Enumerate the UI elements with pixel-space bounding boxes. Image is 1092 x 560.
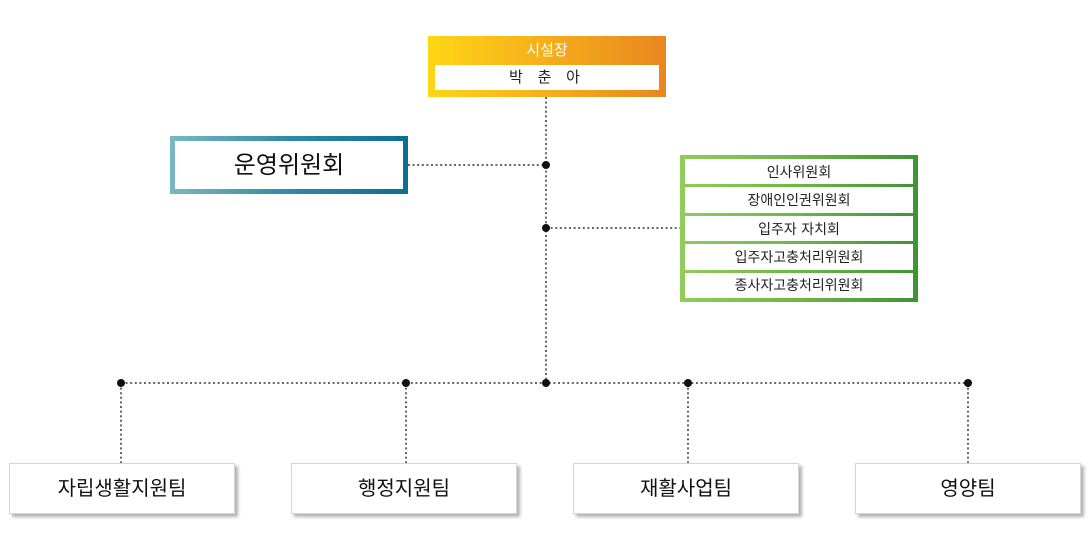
team-independent-living[interactable]: 자립생활지원팀 [9,463,235,514]
team-administration[interactable]: 행정지원팀 [291,463,517,514]
committee-item-resident-council[interactable]: 입주자 자치회 [685,215,913,242]
junction-dot-committees [542,224,550,232]
director-title: 시설장 [526,41,568,59]
committee-item-resident-grievance[interactable]: 입주자고충처리위원회 [685,244,913,270]
director-box[interactable]: 시설장 박 춘 아 [428,36,666,97]
junction-dot-team-4 [964,379,972,387]
junction-dot-team-3 [684,379,692,387]
steering-committee-label: 운영위원회 [175,141,403,189]
committees-box: 인사위원회 장애인인권위원회 입주자 자치회 입주자고충처리위원회 종사자고충처… [680,155,918,302]
team-rehabilitation[interactable]: 재활사업팀 [573,463,799,514]
junction-dot-center [542,379,550,387]
committee-item-disability-rights[interactable]: 장애인인권위원회 [685,187,913,213]
steering-committee-box[interactable]: 운영위원회 [170,136,408,194]
director-name: 박 춘 아 [435,65,659,90]
committee-item-staff-grievance[interactable]: 종사자고충처리위원회 [685,272,913,299]
junction-dot-team-2 [402,379,410,387]
committee-item-personnel[interactable]: 인사위원회 [685,159,913,185]
junction-dot-team-1 [117,379,125,387]
team-nutrition[interactable]: 영양팀 [855,463,1081,514]
junction-dot-steering [542,161,550,169]
